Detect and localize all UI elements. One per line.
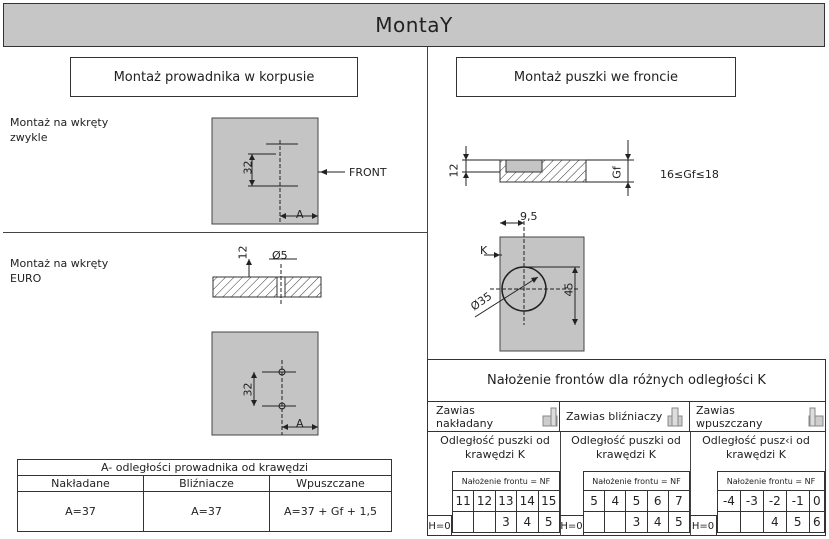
cup-drawing	[474, 220, 585, 352]
hinge-type-inset-label: Zawias wpuszczany	[696, 403, 763, 430]
k-cell: -3	[739, 490, 764, 512]
h-label: H=0	[690, 515, 717, 536]
plate-euro	[211, 331, 319, 436]
dim-k: K	[480, 244, 488, 257]
hinge-twin-icon	[667, 407, 683, 426]
dim-a-euro: A	[296, 417, 304, 430]
k-cell: 4	[604, 490, 627, 512]
k-cell: -4	[717, 490, 741, 512]
k-cell: 5	[582, 490, 606, 512]
nf-label: Nałożenie frontu = NF	[717, 471, 825, 491]
k-cell: 0	[808, 490, 826, 512]
euro-section-drawing	[212, 258, 322, 304]
distance-value-inset: A=37 + Gf + 1,5	[269, 491, 392, 532]
nf-cell	[604, 511, 627, 533]
k-cell: 12	[473, 490, 496, 512]
nf-cell: 3	[625, 511, 648, 533]
nf-label: Nałożenie frontu = NF	[583, 471, 690, 491]
plate-drawing-euro	[211, 331, 319, 436]
dim-gf: Gf	[610, 166, 624, 179]
nf-cell: 5	[667, 511, 691, 533]
nf-cell: 6	[808, 511, 826, 533]
screws-euro-label: Montaż na wkręty EURO	[10, 257, 109, 285]
front-label: FRONT	[349, 166, 387, 179]
h-label: H=0	[560, 515, 584, 536]
distance-table: A- odległości prowadnika od krawędzi Nak…	[17, 459, 392, 532]
hinge-type-inset: Zawias wpuszczany	[690, 402, 825, 432]
plate-drawing-normal	[211, 117, 345, 225]
nf-cell: 3	[494, 511, 518, 533]
nf-cell: 5	[537, 511, 560, 533]
distance-header-twin: Bliźniacze	[143, 475, 270, 492]
left-heading-box: Montaż prowadnika w korpusie	[70, 57, 358, 97]
page-title-bar: MontaY	[3, 3, 825, 47]
nf-cell: 4	[646, 511, 669, 533]
hinge-type-twin-label: Zawias bliźniaczy	[566, 410, 663, 423]
dim-32-normal: 32	[241, 160, 255, 175]
group-divider-2	[690, 432, 691, 536]
distance-table-title: A- odległości prowadnika od krawędzi	[17, 459, 392, 476]
nf-cell: 4	[516, 511, 539, 533]
distance-header-overlay: Nakładane	[17, 475, 144, 492]
overlay-table: Nałożenie frontów dla różnych odległości…	[427, 359, 826, 536]
dim-12-front: 12	[447, 163, 461, 178]
dim-a-normal: A	[296, 208, 304, 221]
distance-header-inset: Wpuszczane	[269, 475, 392, 492]
section-divider	[427, 47, 428, 359]
front-section-drawing	[462, 140, 634, 196]
hinge-overlay-icon	[542, 407, 558, 426]
hinge-inset-icon	[808, 407, 824, 426]
distance-value-overlay: A=37	[17, 491, 144, 532]
right-heading: Montaż puszki we froncie	[513, 69, 679, 85]
gf-range: 16≤Gf≤18	[660, 168, 719, 181]
page-title: MontaY	[375, 13, 453, 37]
plate-normal	[211, 117, 319, 225]
nf-label: Nałożenie frontu = NF	[452, 471, 560, 491]
screws-normal-label: Montaż na wkręty zwykle	[10, 116, 109, 144]
k-cell: 15	[537, 490, 560, 512]
k-table-overlay: Nałożenie frontu = NF 11 12 13 14 15 3 4…	[451, 471, 560, 533]
k-cell: 7	[667, 490, 691, 512]
group-divider-1	[560, 432, 561, 536]
hinge-type-overlay: Zawias nakładany	[428, 402, 560, 432]
k-label-twin: Odległość puszki od krawędzi K	[571, 434, 681, 461]
k-cell: 11	[451, 490, 475, 512]
nf-cell	[451, 511, 475, 533]
nf-cell	[717, 511, 741, 533]
dim-9-5: 9,5	[520, 210, 538, 223]
distance-value-twin: A=37	[143, 491, 270, 532]
k-table-inset: Nałożenie frontu = NF -4 -3 -2 -1 0 4 5 …	[717, 471, 826, 533]
k-cell: 5	[625, 490, 648, 512]
k-cell: -1	[785, 490, 810, 512]
k-cell: 13	[494, 490, 518, 512]
nf-cell	[739, 511, 764, 533]
right-heading-box: Montaż puszki we froncie	[456, 57, 736, 97]
hinge-type-twin: Zawias bliźniaczy	[560, 402, 690, 432]
dim-32-euro: 32	[241, 382, 255, 397]
dim-d5: Ø5	[272, 249, 288, 262]
left-heading: Montaż prowadnika w korpusie	[113, 69, 315, 85]
h-label: H=0	[428, 515, 452, 536]
dim-12-euro: 12	[236, 245, 250, 260]
nf-cell: 4	[762, 511, 787, 533]
left-row-divider	[3, 232, 427, 233]
dim-45: 45	[562, 282, 576, 297]
k-table-twin: Nałożenie frontu = NF 5 4 5 6 7 3 4 5	[582, 471, 691, 533]
overlay-table-title: Nałożenie frontów dla różnych odległości…	[428, 360, 825, 402]
nf-cell	[582, 511, 606, 533]
k-cell: 6	[646, 490, 669, 512]
k-cell: -2	[762, 490, 787, 512]
k-label-inset: Odległość pusz‹i od krawędzi K	[702, 434, 810, 461]
nf-cell	[473, 511, 496, 533]
k-cell: 14	[516, 490, 539, 512]
nf-cell: 5	[785, 511, 810, 533]
k-label-overlay: Odległość puszki od krawędzi K	[440, 434, 550, 461]
hinge-type-overlay-label: Zawias nakładany	[436, 403, 494, 430]
